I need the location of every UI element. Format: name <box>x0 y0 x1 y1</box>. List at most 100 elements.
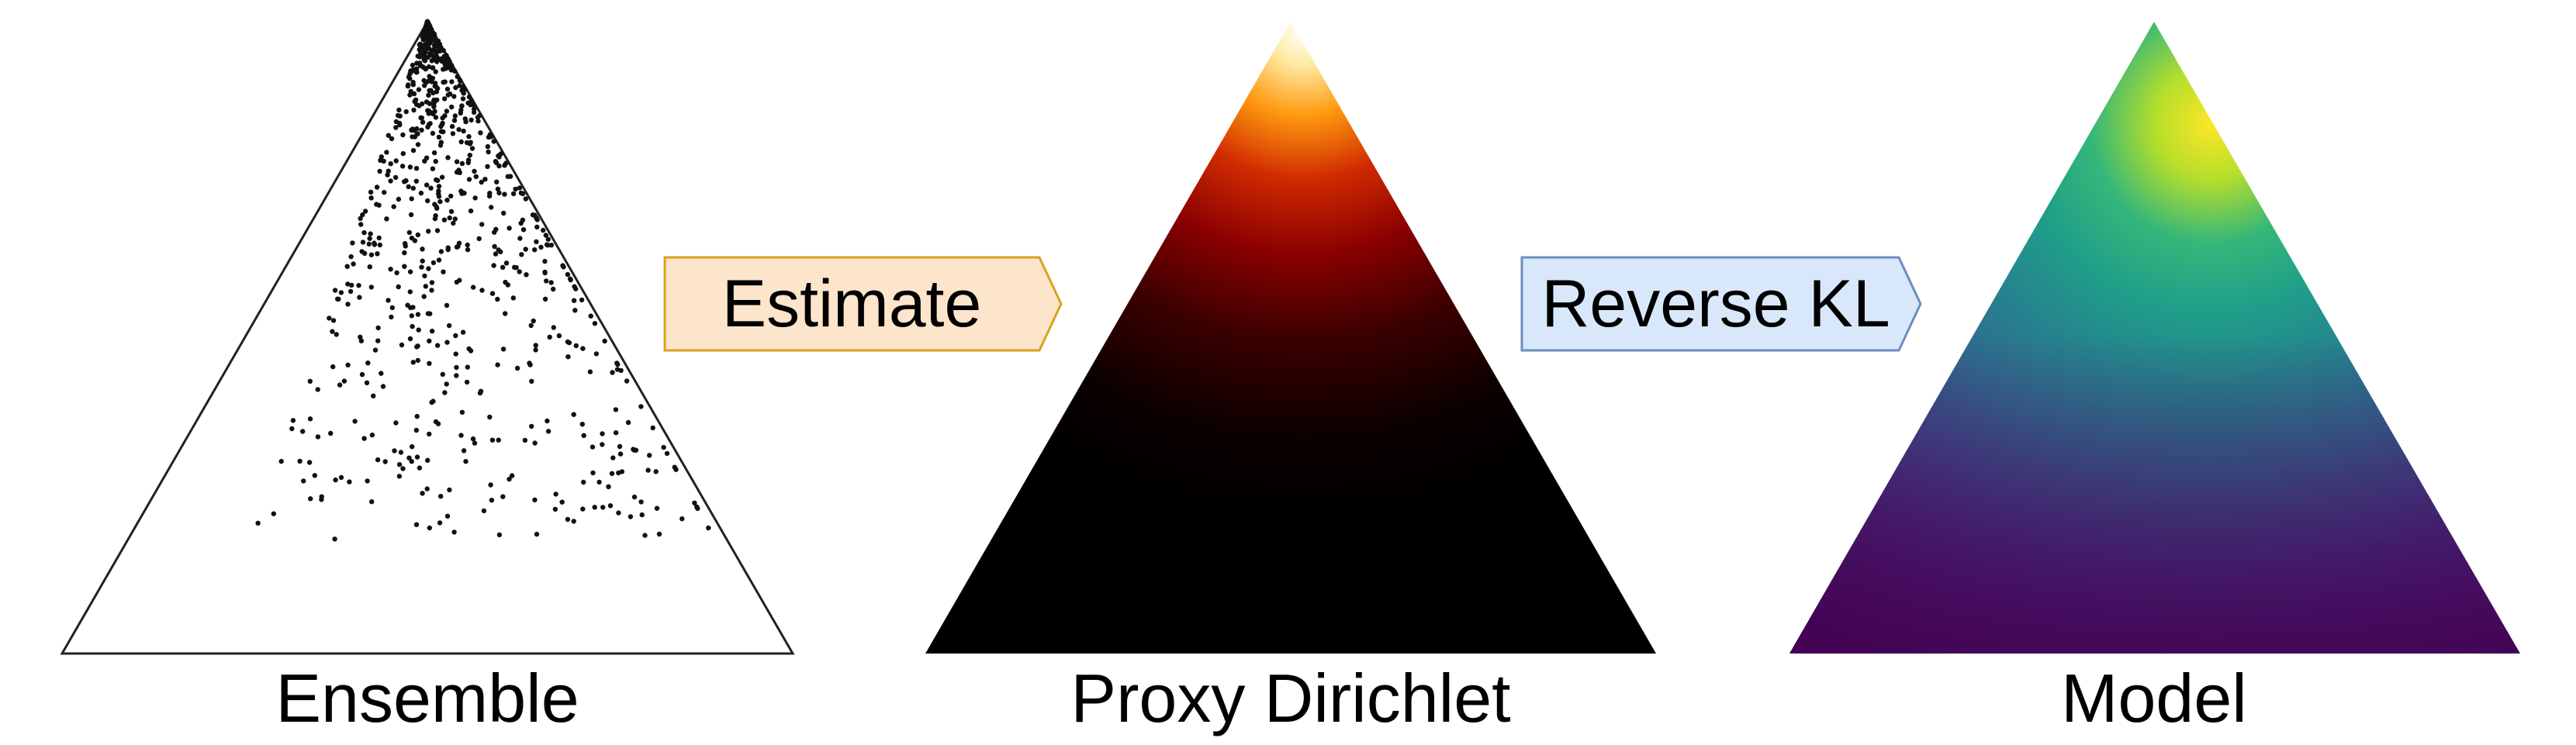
ensemble-point <box>319 494 324 499</box>
ensemble-point <box>431 104 437 109</box>
ensemble-point <box>593 351 600 357</box>
ensemble-point <box>448 209 455 214</box>
ensemble-point <box>468 208 474 214</box>
ensemble-point <box>413 166 420 171</box>
ensemble-point <box>398 450 404 455</box>
ensemble-point <box>431 99 437 105</box>
ensemble-point <box>425 124 430 129</box>
ensemble-point <box>572 308 578 313</box>
ensemble-point <box>548 243 555 248</box>
ensemble-point <box>389 314 394 320</box>
ensemble-point <box>496 190 502 196</box>
ensemble-point <box>479 179 484 185</box>
ensemble-point <box>414 413 420 419</box>
ensemble-point <box>364 380 370 385</box>
ensemble-point <box>371 393 376 398</box>
ensemble-point <box>433 159 438 164</box>
ensemble-point <box>467 141 472 147</box>
ensemble-point <box>407 164 413 170</box>
ensemble-point <box>616 510 621 516</box>
ensemble-point <box>454 279 459 285</box>
ensemble-point <box>408 305 413 311</box>
ensemble-point <box>433 84 439 90</box>
ensemble-point <box>543 233 548 238</box>
ensemble-point <box>410 134 415 140</box>
ensemble-point <box>488 482 493 488</box>
ensemble-point <box>400 150 406 157</box>
ensemble-point <box>451 220 456 226</box>
ensemble-point <box>507 226 512 231</box>
ensemble-point <box>452 216 458 222</box>
ensemble-point <box>429 58 434 64</box>
ensemble-point <box>330 364 336 370</box>
ensemble-point <box>338 290 344 295</box>
ensemble-point <box>427 311 433 316</box>
ensemble-point <box>399 164 406 169</box>
ensemble-point <box>429 328 435 334</box>
ensemble-point <box>430 260 437 266</box>
ensemble-point <box>451 118 458 123</box>
ensemble-point <box>424 182 430 188</box>
ensemble-point <box>544 278 549 284</box>
ensemble-point <box>427 88 432 94</box>
ensemble-point <box>434 228 441 233</box>
ensemble-point <box>600 505 606 510</box>
ensemble-point <box>485 143 490 150</box>
ensemble-point <box>407 336 413 342</box>
ensemble-point <box>365 360 371 366</box>
ensemble-point <box>479 288 485 293</box>
ensemble-point <box>579 297 585 303</box>
ensemble-point <box>571 412 576 417</box>
ensemble-point <box>451 94 457 99</box>
ensemble-point <box>380 384 386 389</box>
ensemble-point <box>470 436 476 442</box>
ensemble-point <box>459 103 465 109</box>
ensemble-point <box>410 185 416 191</box>
ensemble-point <box>424 19 430 25</box>
ensemble-point <box>437 520 443 526</box>
ensemble-point <box>456 240 462 246</box>
ensemble-point <box>441 217 448 222</box>
ensemble-point <box>408 212 414 218</box>
ensemble-point <box>385 172 390 178</box>
ensemble-point <box>453 333 458 339</box>
ensemble-point <box>470 285 476 290</box>
ensemble-point <box>436 257 442 263</box>
ensemble-point <box>358 338 365 343</box>
ensemble-point <box>679 516 685 522</box>
ensemble-point <box>450 131 456 136</box>
ensemble-point <box>581 433 586 438</box>
ensemble-point <box>431 150 437 156</box>
ensemble-point <box>377 242 382 248</box>
ensemble-point <box>414 454 420 460</box>
ensemble-point <box>406 229 412 236</box>
ensemble-point <box>416 87 422 92</box>
ensemble-point <box>389 305 395 311</box>
ensemble-point <box>403 243 408 249</box>
ensemble-point <box>409 459 414 464</box>
ensemble-point <box>436 134 442 140</box>
ensemble-point <box>315 387 320 392</box>
ensemble-point <box>478 388 484 394</box>
ensemble-point <box>301 478 306 484</box>
ensemble-point <box>510 191 517 197</box>
ensemble-point <box>479 222 485 227</box>
ensemble-point <box>444 513 451 519</box>
model-caption: Model <box>2061 660 2247 736</box>
ensemble-point <box>396 284 401 290</box>
ensemble-point <box>441 269 446 274</box>
ensemble-point <box>492 229 497 235</box>
ensemble-point <box>429 48 434 53</box>
ensemble-point <box>415 357 420 364</box>
ensemble-point <box>545 418 550 424</box>
ensemble-point <box>407 289 413 295</box>
ensemble-point <box>307 416 313 422</box>
ensemble-point <box>388 267 393 272</box>
ensemble-point <box>438 56 444 62</box>
ensemble-point <box>533 347 538 353</box>
ensemble-point <box>617 451 624 457</box>
ensemble-point <box>551 286 556 292</box>
ensemble-point <box>424 36 430 42</box>
ensemble-point <box>369 499 375 505</box>
ensemble-point <box>345 281 351 287</box>
